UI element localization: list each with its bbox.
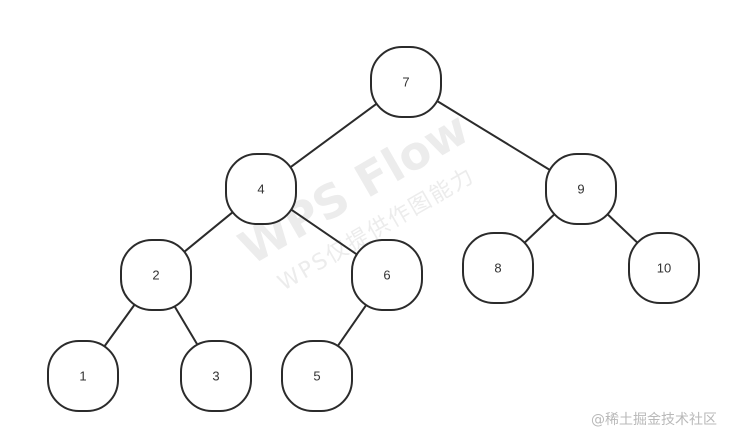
tree-node-label: 2	[152, 267, 159, 282]
tree-node-label: 5	[313, 368, 320, 383]
edge-n9-n10	[605, 212, 640, 245]
tree-node-2: 2	[120, 239, 192, 311]
tree-node-3: 3	[180, 340, 252, 412]
edge-n2-n1	[102, 302, 137, 349]
tree-node-label: 8	[494, 260, 501, 275]
tree-node-8: 8	[462, 232, 534, 304]
nodes: 7 4 9 2 6 8 10 1 3 5	[47, 46, 700, 412]
tree-node-shape	[225, 153, 297, 225]
tree-node-shape	[47, 340, 119, 412]
tree-node-shape	[628, 232, 700, 304]
tree-node-10: 10	[628, 232, 700, 304]
edges	[102, 99, 640, 349]
tree-node-shape	[120, 239, 192, 311]
tree-node-shape	[545, 153, 617, 225]
tree-node-shape	[180, 340, 252, 412]
tree-node-label: 3	[212, 368, 219, 383]
tree-node-9: 9	[545, 153, 617, 225]
edge-n4-n2	[182, 210, 235, 254]
edge-n7-n9	[435, 99, 552, 172]
tree-node-4: 4	[225, 153, 297, 225]
tree-node-label: 10	[657, 260, 671, 275]
tree-node-label: 7	[402, 74, 409, 89]
tree-node-7: 7	[370, 46, 442, 118]
tree-node-shape	[370, 46, 442, 118]
tree-node-5: 5	[281, 340, 353, 412]
edge-n6-n5	[336, 303, 368, 348]
tree-node-label: 9	[577, 181, 584, 196]
edge-n2-n3	[173, 304, 199, 347]
tree-node-label: 6	[383, 267, 390, 282]
credit-text: @稀土掘金技术社区	[591, 412, 717, 428]
edge-n9-n8	[522, 212, 557, 245]
tree-node-shape	[351, 239, 423, 311]
tree-node-label: 4	[257, 181, 264, 196]
edge-n4-n6	[289, 207, 359, 257]
tree-node-shape	[462, 232, 534, 304]
tree-node-1: 1	[47, 340, 119, 412]
tree-node-label: 1	[79, 368, 86, 383]
tree-node-shape	[281, 340, 353, 412]
edge-n7-n4	[288, 101, 379, 170]
tree-node-6: 6	[351, 239, 423, 311]
